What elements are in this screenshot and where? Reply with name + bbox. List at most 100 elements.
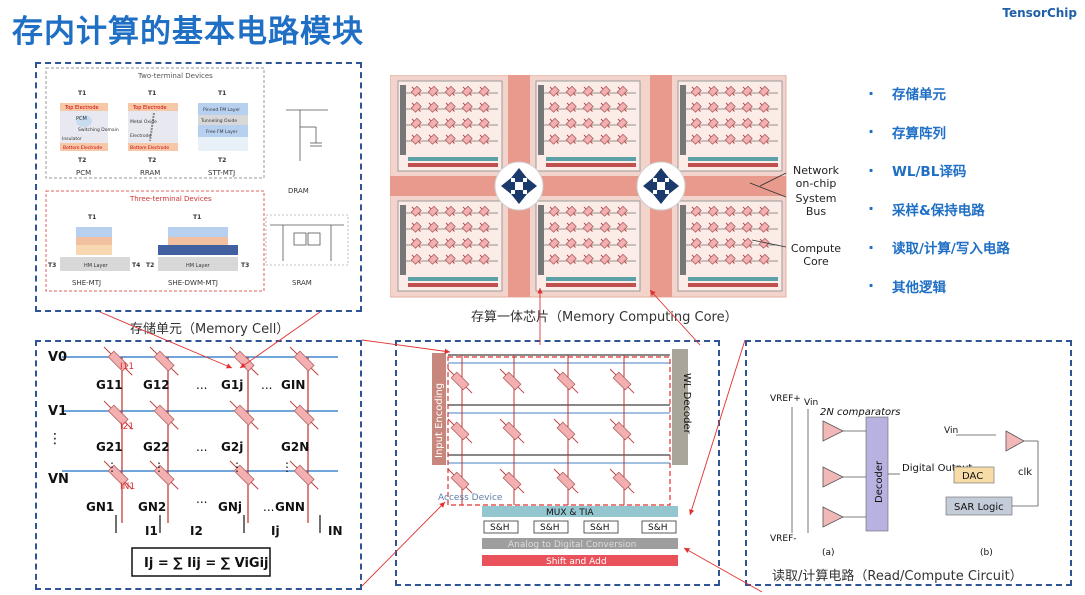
gnj: GNj: [218, 500, 242, 514]
array-resistor: [499, 368, 525, 394]
dots-row3b: ...: [263, 500, 274, 514]
she-dwm-hm-layer: HM Layer: [186, 263, 211, 269]
array-diagram: Input Encoding WL Decoder Access Device …: [432, 349, 692, 567]
she-label: SHE-MTJ: [72, 279, 101, 287]
three-terminal-title: Three-terminal Devices: [129, 195, 212, 203]
rram-t2: T2: [148, 157, 156, 164]
she-t4: T4: [132, 262, 140, 269]
shift-add-label: Shift and Add: [546, 557, 607, 567]
vref-neg-label: VREF-: [770, 534, 797, 544]
col-current-in: IN: [328, 524, 343, 538]
bullet-dot: ·: [868, 276, 875, 296]
array-resistor: [553, 468, 579, 494]
row-label-v0: V0: [48, 350, 67, 365]
sh-block: S&H: [583, 520, 619, 534]
sh-label: S&H: [490, 523, 510, 533]
brand-logo: TensorChip: [1002, 6, 1077, 20]
array-resistor: [447, 368, 473, 394]
readout-panel: [745, 340, 1072, 586]
compute-core-tile: [677, 80, 783, 172]
label-a: (a): [822, 548, 835, 558]
dram-label: DRAM: [288, 187, 309, 195]
dac-label: DAC: [962, 471, 983, 482]
col-current-i2: I2: [190, 524, 203, 538]
g12: G12: [143, 378, 170, 392]
input-encoding-label: Input Encoding: [434, 383, 445, 458]
feature-item: · 存算阵列: [868, 113, 1010, 152]
bullet-dot: ·: [868, 160, 875, 180]
crossbar-resistor: [289, 346, 319, 376]
vdots-col2: ⋮: [153, 460, 165, 474]
feature-item: ·读取/计算/写入电路: [868, 228, 1010, 267]
feature-item: ·采样&保持电路: [868, 190, 1010, 229]
memory-cell-panel: [35, 62, 362, 312]
gn1: GN1: [86, 500, 114, 514]
col-current-ij: Ij: [271, 524, 280, 538]
dots-row1: ...: [196, 378, 207, 392]
array-resistor: [553, 368, 579, 394]
array-resistor: [499, 468, 525, 494]
core-caption: 存算一体芯片（Memory Computing Core）: [471, 310, 738, 325]
row-label-v1: V1: [48, 404, 67, 419]
rram-label: RRAM: [140, 169, 160, 177]
sar-label: SAR Logic: [954, 502, 1004, 513]
sh-block: S&H: [641, 520, 677, 534]
mux-tia-label: MUX & TIA: [546, 508, 594, 518]
clk-label: clk: [1018, 467, 1032, 478]
sram-label: SRAM: [292, 279, 312, 287]
bullet-dot: ·: [868, 122, 875, 142]
pcm-top-electrode: Top Electrode: [64, 105, 99, 111]
wl-decoder-label: WL Decoder: [681, 373, 692, 435]
readout-caption: 读取/计算电路（Read/Compute Circuit）: [772, 569, 1023, 584]
sh-block: S&H: [483, 520, 519, 534]
she-dwm-t2: T2: [146, 262, 154, 269]
rram-electrode: Electrode: [130, 133, 151, 139]
memory-cell-diagram: Two-terminal Devices Top Electrode PCM S…: [45, 67, 349, 292]
crossbar-resistor: [229, 346, 259, 376]
rram-top-electrode: Top Electrode: [132, 105, 167, 111]
cell-current-i11: I11: [120, 362, 134, 372]
array-resistor: [553, 418, 579, 444]
label-b: (b): [980, 548, 993, 558]
pcm-t1: T1: [78, 90, 86, 97]
she-dwm-label: SHE-DWM-MTJ: [168, 279, 218, 287]
cell-current-in1: IN1: [120, 482, 135, 492]
crossbar-resistor: [149, 400, 179, 430]
rram-t1: T1: [148, 90, 156, 97]
g11: G11: [96, 378, 123, 392]
bullet-dot: ·: [868, 199, 875, 219]
label-system-bus: System Bus: [795, 192, 837, 218]
she-dwm-t3: T3: [241, 262, 249, 269]
feature-item: ·存储单元: [868, 74, 1010, 113]
gnn: GNN: [275, 500, 305, 514]
g2j: G2j: [221, 440, 243, 454]
crossbar-diagram: V0 V1 VN ⋮ G11 G12 G1j GIN G21 G22 G2j G…: [48, 346, 343, 577]
crossbar-resistor: [229, 460, 259, 490]
rram-metal-oxide: Metal Oxide: [130, 119, 157, 125]
feature-label: WL/BL译码: [892, 164, 967, 181]
crossbar-resistor: [289, 400, 319, 430]
core-tiles: [397, 80, 783, 292]
adc-label: Analog to Digital Conversion: [508, 540, 636, 550]
array-resistor: [609, 468, 635, 494]
comparators-label: 2N comparators: [820, 407, 900, 418]
gn2: GN2: [138, 500, 166, 514]
g1j: G1j: [221, 378, 243, 392]
memory-computing-core-image: [390, 75, 787, 298]
memory-cell-caption: 存储单元（Memory Cell）: [130, 322, 290, 337]
feature-label: 存算阵列: [892, 125, 946, 142]
g21: G21: [96, 440, 123, 454]
crossbar-resistor: [103, 400, 133, 430]
vref-pos-label: VREF+: [770, 394, 801, 404]
pcm-switching-domain: Switching Domain: [78, 127, 119, 133]
g22: G22: [143, 440, 170, 454]
vdots-col3: ⋮: [231, 460, 243, 474]
vdots-col4: ⋮: [281, 460, 293, 474]
stt-free: Free FM Layer: [206, 129, 238, 135]
digital-output-label: Digital Output: [902, 463, 972, 474]
pcm-bottom-electrode: Bottom Electrode: [63, 145, 102, 151]
array-resistor: [609, 368, 635, 394]
rram-bottom-electrode: Bottom Electrode: [130, 145, 169, 151]
feature-item: · WL/BL译码: [868, 151, 1010, 190]
page-title: 存内计算的基本电路模块: [12, 14, 364, 50]
